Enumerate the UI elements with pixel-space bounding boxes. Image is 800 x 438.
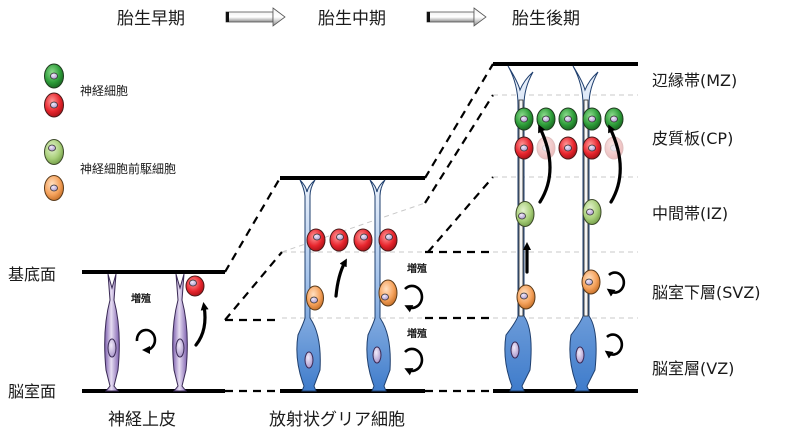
proliferation-label: 増殖 xyxy=(407,262,427,275)
stage-connector-lines xyxy=(224,63,638,393)
zone-label-vz: 脳室層(VZ) xyxy=(652,359,734,378)
proliferation-cycle-icon xyxy=(606,271,626,297)
proliferation-label: 増殖 xyxy=(131,292,151,305)
neuron-red xyxy=(558,136,578,160)
zone-label-mz: 辺縁帯(MZ) xyxy=(652,71,737,90)
neuron-red xyxy=(185,275,205,297)
radial-glia-cell xyxy=(296,179,321,392)
zone-labels: 辺縁帯(MZ) 皮質板(CP) 中間帯(IZ) 脳室下層(SVZ) 脳室層(VZ… xyxy=(652,71,761,378)
legend-progenitor-green-icon xyxy=(44,139,64,165)
migration-arrow-icon xyxy=(538,124,552,204)
neuron-red xyxy=(582,136,602,160)
neuroepithelial-cell xyxy=(172,273,188,392)
legend-neuron-red-icon xyxy=(44,92,64,118)
neuron-red xyxy=(514,136,534,160)
progenitor-orange xyxy=(581,269,601,295)
legend-neuron-green-icon xyxy=(44,63,64,89)
proliferation-cycle-icon xyxy=(135,328,157,354)
stage-title-mid: 胎生中期 xyxy=(318,9,386,29)
legend-progenitor-label: 神経細胞前駆細胞 xyxy=(80,161,176,176)
stage-early-neuroepithelium: 増殖 神経上皮 xyxy=(82,270,225,430)
neuroepithelial-cell xyxy=(104,273,120,392)
right-arrow-icon xyxy=(225,7,286,27)
neuron-red xyxy=(378,228,398,252)
zone-label-cp: 皮質板(CP) xyxy=(652,129,733,148)
stage-label-neuroepithelium: 神経上皮 xyxy=(108,410,176,430)
basal-surface-label: 基底面 xyxy=(8,265,56,284)
right-arrow-icon xyxy=(426,7,487,27)
neuron-green xyxy=(514,107,534,131)
neuron-green xyxy=(604,107,624,131)
neuron-green xyxy=(582,107,602,131)
zone-label-iz: 中間帯(IZ) xyxy=(652,204,728,223)
stage-label-radial-glia: 放射状グリア細胞 xyxy=(269,410,405,430)
proliferation-cycle-icon xyxy=(604,333,624,359)
stage-title-late: 胎生後期 xyxy=(512,9,580,29)
zone-label-svz: 脳室下層(SVZ) xyxy=(652,283,761,302)
neuron-red xyxy=(306,228,326,252)
migration-arrow-icon xyxy=(334,258,347,298)
radial-glia-cell xyxy=(366,179,391,392)
progenitor-orange xyxy=(378,279,398,307)
differentiation-arrow-icon xyxy=(194,302,209,347)
proliferation-label: 増殖 xyxy=(407,327,427,340)
neuron-green xyxy=(558,107,578,131)
progenitor-orange xyxy=(516,284,536,310)
legend-progenitor-orange-icon xyxy=(44,175,64,201)
ventricular-surface-label: 脳室面 xyxy=(8,382,56,401)
stage-title-early: 胎生早期 xyxy=(117,9,185,29)
proliferation-cycle-icon xyxy=(404,347,424,376)
neuron-red xyxy=(329,228,349,252)
stage-late-cortex xyxy=(493,62,638,393)
migration-arrow-icon xyxy=(608,124,622,204)
neuron-red xyxy=(353,228,373,252)
progenitor-green xyxy=(515,201,535,227)
proliferation-cycle-icon xyxy=(404,284,424,313)
stage-mid-radial-glia: 増殖 増殖 放射状グリア細胞 xyxy=(269,176,427,430)
progenitor-orange xyxy=(306,285,324,311)
progenitor-green xyxy=(582,199,602,225)
legend: 神経細胞 神経細胞前駆細胞 xyxy=(44,63,176,201)
legend-neuron-label: 神経細胞 xyxy=(80,84,128,98)
